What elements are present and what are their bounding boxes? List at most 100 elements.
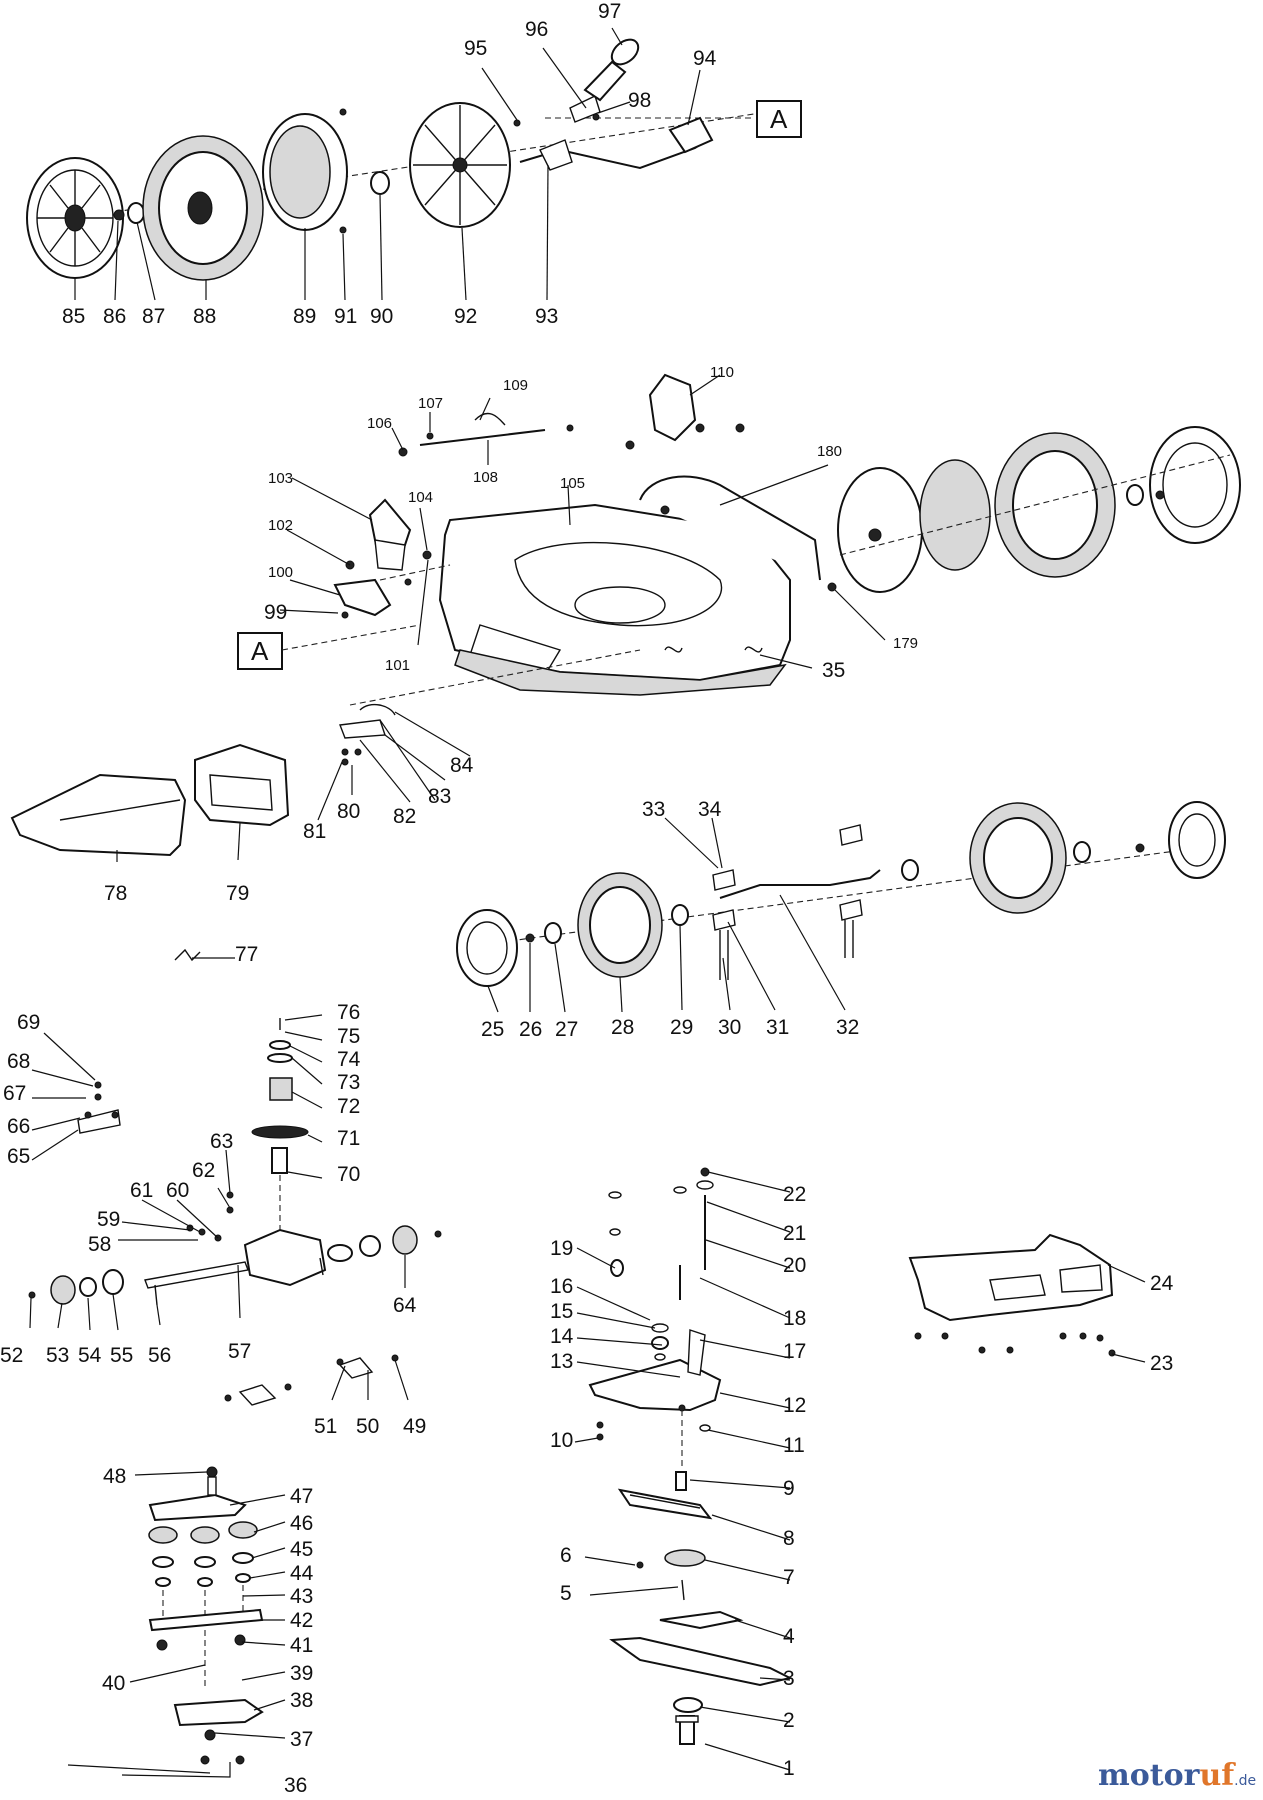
label-95: 95: [464, 37, 487, 60]
ref-marker-a-deck: [237, 632, 283, 670]
label-63: 63: [210, 1130, 233, 1153]
label-110: 110: [710, 364, 734, 381]
label-21: 21: [783, 1222, 806, 1245]
label-91: 91: [334, 305, 357, 328]
label-7: 7: [783, 1566, 795, 1589]
bracket-100: [333, 578, 392, 617]
label-109: 109: [503, 377, 528, 394]
label-3: 3: [783, 1667, 795, 1690]
deck-assembly: A: [237, 373, 1241, 696]
label-77: 77: [235, 943, 258, 966]
blade-3: [609, 1636, 793, 1687]
bracket-94: [668, 116, 714, 154]
label-103: 103: [268, 470, 293, 487]
label-65: 65: [7, 1145, 30, 1168]
leader-lines: [29, 27, 1146, 1778]
label-66: 66: [7, 1115, 30, 1138]
part-labels: 85 86 87 88 89 91 90 92 93 95 96 97 98 9…: [0, 0, 1174, 1797]
label-40: 40: [102, 1672, 125, 1695]
wheel-cover-right: [837, 467, 923, 593]
label-42: 42: [290, 1609, 313, 1632]
label-51: 51: [314, 1415, 337, 1438]
label-23: 23: [1150, 1352, 1173, 1375]
label-54: 54: [78, 1344, 102, 1367]
label-45: 45: [290, 1538, 313, 1561]
label-33: 33: [642, 798, 665, 821]
label-57: 57: [228, 1340, 251, 1363]
label-43: 43: [290, 1585, 313, 1608]
gear-64: [392, 1225, 418, 1255]
label-58: 58: [88, 1233, 111, 1256]
label-96: 96: [525, 18, 548, 41]
label-68: 68: [7, 1050, 30, 1073]
ref-marker-a-top-text: A: [770, 104, 788, 134]
label-9: 9: [783, 1477, 795, 1500]
label-73: 73: [337, 1071, 360, 1094]
gearbox-assembly: [28, 948, 442, 1406]
label-47: 47: [290, 1485, 313, 1508]
label-11: 11: [783, 1434, 805, 1457]
rear-flap-assembly: [908, 1233, 1116, 1357]
label-24: 24: [1150, 1272, 1174, 1295]
label-84: 84: [450, 754, 474, 777]
gearbox-housing: [243, 1228, 327, 1287]
label-71: 71: [337, 1127, 360, 1150]
watermark-suffix: .de: [1234, 1773, 1256, 1789]
label-29: 29: [670, 1016, 693, 1039]
gear-stack-assembly: [148, 1466, 264, 1765]
label-67: 67: [3, 1082, 26, 1105]
grass-bag-78: [10, 773, 187, 857]
gear-53: [50, 1275, 76, 1305]
ref-marker-a-top: [756, 100, 802, 138]
svg-text:motoruf.de: motoruf.de: [1098, 1758, 1256, 1793]
label-179: 179: [893, 635, 918, 652]
label-76: 76: [337, 1001, 360, 1024]
watermark-part-2: uf: [1199, 1758, 1236, 1793]
label-14: 14: [550, 1325, 574, 1348]
label-31: 31: [766, 1016, 789, 1039]
label-94: 94: [693, 47, 717, 70]
label-5: 5: [560, 1582, 572, 1605]
label-92: 92: [454, 305, 477, 328]
label-46: 46: [290, 1512, 313, 1535]
watermark-part-1: motor: [1098, 1758, 1201, 1793]
grass-bag-assembly: [10, 649, 641, 857]
label-53: 53: [46, 1344, 69, 1367]
label-8: 8: [783, 1527, 795, 1550]
label-90: 90: [370, 305, 393, 328]
label-1: 1: [783, 1757, 795, 1780]
label-104: 104: [408, 489, 433, 506]
label-87: 87: [142, 305, 165, 328]
label-30: 30: [718, 1016, 741, 1039]
label-98: 98: [628, 89, 651, 112]
label-28: 28: [611, 1016, 634, 1039]
ref-marker-a-deck-text: A: [251, 636, 269, 666]
label-70: 70: [337, 1163, 360, 1186]
label-10: 10: [550, 1429, 573, 1452]
label-38: 38: [290, 1689, 313, 1712]
label-75: 75: [337, 1025, 360, 1048]
label-2: 2: [783, 1709, 795, 1732]
label-106: 106: [367, 415, 392, 432]
label-50: 50: [356, 1415, 379, 1438]
knob-97: [610, 38, 640, 66]
label-56: 56: [148, 1344, 171, 1367]
label-107: 107: [418, 395, 443, 412]
label-27: 27: [555, 1018, 578, 1041]
label-79: 79: [226, 882, 249, 905]
label-85: 85: [62, 305, 85, 328]
label-105: 105: [560, 475, 585, 492]
label-93: 93: [535, 305, 558, 328]
label-80: 80: [337, 800, 360, 823]
label-101: 101: [385, 657, 410, 674]
rod-108: [419, 429, 546, 446]
watermark-logo: motoruf.de: [1098, 1758, 1256, 1793]
label-100: 100: [268, 564, 293, 581]
label-25: 25: [481, 1018, 504, 1041]
label-97: 97: [598, 0, 621, 23]
label-37: 37: [290, 1728, 313, 1751]
label-86: 86: [103, 305, 126, 328]
label-36: 36: [284, 1774, 307, 1797]
label-52: 52: [0, 1344, 23, 1367]
